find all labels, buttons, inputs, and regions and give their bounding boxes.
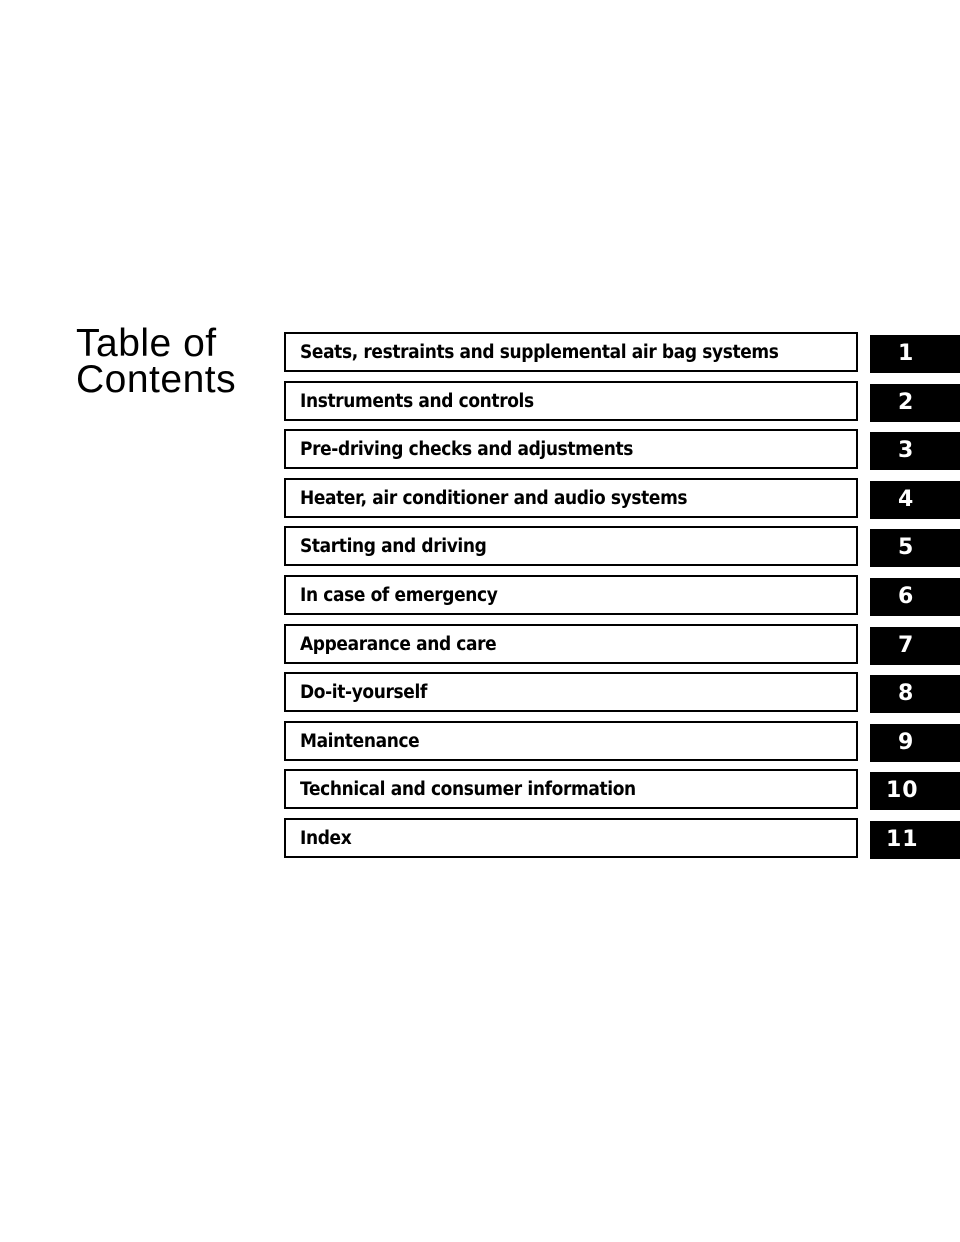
page-title: Table of Contents bbox=[76, 322, 237, 401]
toc-entry-box: Do-it-yourself bbox=[284, 672, 858, 713]
page-title-line-1: Table of bbox=[76, 322, 217, 365]
toc-entry-box: In case of emergency bbox=[284, 574, 858, 615]
toc-entry-title: Starting and driving bbox=[300, 536, 487, 558]
section-tab[interactable]: 10 bbox=[870, 772, 960, 811]
toc-entry-box: Technical and consumer information bbox=[284, 769, 858, 810]
section-tab-number: 2 bbox=[898, 389, 915, 415]
toc-entry-title: Appearance and care bbox=[300, 633, 497, 655]
toc-entry-title: Pre-driving checks and adjustments bbox=[300, 439, 634, 461]
toc-entry-box: Pre-driving checks and adjustments bbox=[284, 429, 858, 470]
toc-entry-title: Index bbox=[300, 827, 352, 849]
section-tab-number: 8 bbox=[898, 681, 915, 707]
toc-entry-index[interactable]: Index 11 bbox=[284, 817, 960, 859]
toc-entry-instruments-controls[interactable]: Instruments and controls 2 bbox=[284, 380, 960, 422]
section-tab[interactable]: 7 bbox=[870, 626, 960, 665]
toc-entry-title: Seats, restraints and supplemental air b… bbox=[300, 342, 779, 363]
toc-entry-starting-driving[interactable]: Starting and driving 5 bbox=[284, 526, 960, 568]
toc-entry-title: Instruments and controls bbox=[300, 390, 534, 412]
toc-list: Seats, restraints and supplemental air b… bbox=[284, 332, 960, 867]
section-tab[interactable]: 11 bbox=[870, 820, 960, 859]
toc-entry-appearance-care[interactable]: Appearance and care 7 bbox=[284, 623, 960, 665]
toc-entry-box: Starting and driving bbox=[284, 526, 858, 567]
page-title-line-2: Contents bbox=[76, 358, 237, 401]
toc-entry-pre-driving-checks[interactable]: Pre-driving checks and adjustments 3 bbox=[284, 429, 960, 471]
section-tab-number: 4 bbox=[898, 486, 915, 512]
section-tab-number: 10 bbox=[886, 778, 919, 804]
section-tab[interactable]: 9 bbox=[870, 723, 960, 762]
section-tab-number: 5 bbox=[898, 535, 915, 561]
section-tab[interactable]: 1 bbox=[870, 335, 960, 373]
section-tab-number: 3 bbox=[898, 438, 915, 464]
toc-entry-box: Index bbox=[284, 817, 858, 858]
toc-entry-do-it-yourself[interactable]: Do-it-yourself 8 bbox=[284, 672, 960, 714]
section-tab[interactable]: 4 bbox=[870, 480, 960, 519]
section-tab-number: 9 bbox=[898, 729, 915, 755]
section-tab[interactable]: 5 bbox=[870, 529, 960, 568]
section-tab[interactable]: 6 bbox=[870, 577, 960, 616]
toc-entry-title: Heater, air conditioner and audio system… bbox=[300, 487, 688, 509]
toc-entry-heater-audio[interactable]: Heater, air conditioner and audio system… bbox=[284, 477, 960, 519]
section-tab[interactable]: 3 bbox=[870, 432, 960, 471]
toc-entry-title: Maintenance bbox=[300, 730, 420, 752]
section-tab[interactable]: 2 bbox=[870, 383, 960, 422]
toc-entry-title: Do-it-yourself bbox=[300, 682, 427, 704]
toc-entry-box: Heater, air conditioner and audio system… bbox=[284, 477, 858, 518]
toc-entry-box: Appearance and care bbox=[284, 623, 858, 664]
section-tab-number: 1 bbox=[898, 341, 915, 366]
toc-entry-title: Technical and consumer information bbox=[300, 779, 636, 801]
toc-entry-box: Maintenance bbox=[284, 720, 858, 761]
section-tab-number: 6 bbox=[898, 583, 915, 609]
toc-entry-technical-info[interactable]: Technical and consumer information 10 bbox=[284, 769, 960, 811]
toc-entry-box: Seats, restraints and supplemental air b… bbox=[284, 332, 858, 372]
toc-entry-emergency[interactable]: In case of emergency 6 bbox=[284, 574, 960, 616]
section-tab[interactable]: 8 bbox=[870, 675, 960, 714]
section-tab-number: 11 bbox=[886, 826, 919, 852]
toc-entry-maintenance[interactable]: Maintenance 9 bbox=[284, 720, 960, 762]
section-tab-number: 7 bbox=[898, 632, 915, 658]
toc-entry-box: Instruments and controls bbox=[284, 380, 858, 421]
toc-entry-seats-restraints[interactable]: Seats, restraints and supplemental air b… bbox=[284, 332, 960, 373]
toc-entry-title: In case of emergency bbox=[300, 584, 498, 606]
